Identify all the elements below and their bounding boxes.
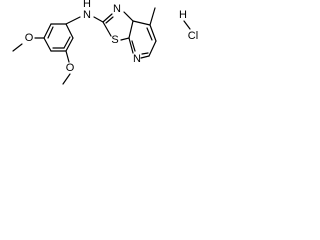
bond — [65, 50, 70, 63]
bond — [128, 20, 134, 39]
bond — [123, 11, 134, 22]
double-bond — [47, 26, 54, 39]
bond — [12, 43, 23, 52]
thiazole-nitrogen-label: N — [113, 3, 121, 15]
bond — [148, 40, 157, 57]
double-bond — [105, 16, 114, 24]
hcl-chlorine-label: Cl — [188, 30, 198, 42]
nh-nitrogen-label: N — [83, 9, 91, 21]
bond — [65, 23, 74, 39]
benzene-ring — [43, 23, 74, 52]
bond — [65, 37, 74, 52]
hcl-hydrogen-label: H — [179, 9, 187, 21]
double-bond — [146, 27, 153, 41]
bond — [132, 20, 151, 26]
bond — [120, 37, 130, 41]
nh-hydrogen-label: H — [83, 0, 91, 10]
thiazole-ring — [102, 11, 134, 41]
sulfur-label: S — [111, 34, 118, 46]
double-bond — [131, 40, 136, 52]
double-bond — [63, 36, 71, 49]
bond — [102, 21, 112, 37]
bond — [140, 55, 150, 59]
pyridine-nitrogen-label: N — [133, 53, 141, 65]
methyl-bond — [149, 7, 156, 26]
bond — [93, 16, 104, 23]
bond — [128, 37, 134, 54]
pyridine-ring — [128, 20, 157, 59]
double-bond — [141, 52, 149, 55]
bond — [65, 16, 81, 25]
bond — [183, 20, 191, 30]
chemical-structure: N H O O N S N H Cl — [12, 0, 198, 85]
bond — [149, 24, 157, 42]
bond — [43, 23, 52, 39]
bond — [62, 73, 71, 85]
methoxy-oxygen-label-left: O — [25, 32, 34, 44]
methoxy-oxygen-label-lower: O — [66, 62, 75, 74]
bond — [43, 37, 52, 52]
bond — [102, 13, 113, 23]
